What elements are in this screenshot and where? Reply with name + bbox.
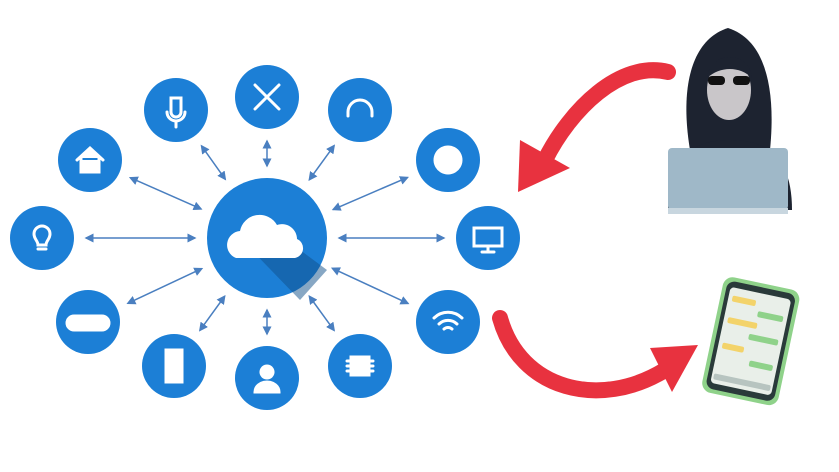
hacker-icon xyxy=(668,28,792,214)
phone-chat-icon xyxy=(702,277,800,406)
lightbulb-icon xyxy=(32,224,52,251)
device-node-settings xyxy=(416,128,480,192)
connection-arrow-gamepad xyxy=(126,267,204,305)
connection-arrow-wifi xyxy=(330,267,410,305)
attack-arrow-outgoing xyxy=(492,310,698,399)
microphone-icon xyxy=(165,96,187,129)
device-node-tools xyxy=(235,65,299,129)
cloud-hub xyxy=(207,178,327,300)
device-nodes xyxy=(10,65,520,410)
cloud-icon xyxy=(227,214,304,258)
device-node-gamepad xyxy=(56,290,120,354)
gear-icon xyxy=(433,145,463,175)
chip-icon xyxy=(345,355,375,377)
gamepad-icon xyxy=(65,314,111,332)
device-node-home xyxy=(58,128,122,192)
wifi-icon xyxy=(432,310,464,331)
user-icon xyxy=(253,364,281,394)
device-node-monitor xyxy=(456,206,520,270)
monitor-icon xyxy=(472,226,504,254)
device-node-microphone xyxy=(144,78,208,142)
device-node-smartphone xyxy=(142,334,206,398)
device-node-chip xyxy=(328,334,392,398)
attack-arrow-incoming xyxy=(518,62,676,192)
device-node-lightbulb xyxy=(10,206,74,270)
connection-arrow-settings xyxy=(331,176,409,211)
home-icon xyxy=(75,145,105,174)
device-node-wifi xyxy=(416,290,480,354)
connection-arrow-chip xyxy=(308,295,336,332)
connection-arrow-headphones xyxy=(308,144,336,181)
connection-arrow-home xyxy=(128,176,203,211)
headphones-icon xyxy=(346,98,374,118)
connection-arrow-microphone xyxy=(200,144,227,181)
device-node-headphones xyxy=(328,78,392,142)
connection-arrows xyxy=(84,139,446,336)
smartphone-icon xyxy=(164,348,184,384)
connection-arrow-smartphone xyxy=(198,295,226,332)
device-node-user xyxy=(235,346,299,410)
tools-icon xyxy=(253,83,281,111)
